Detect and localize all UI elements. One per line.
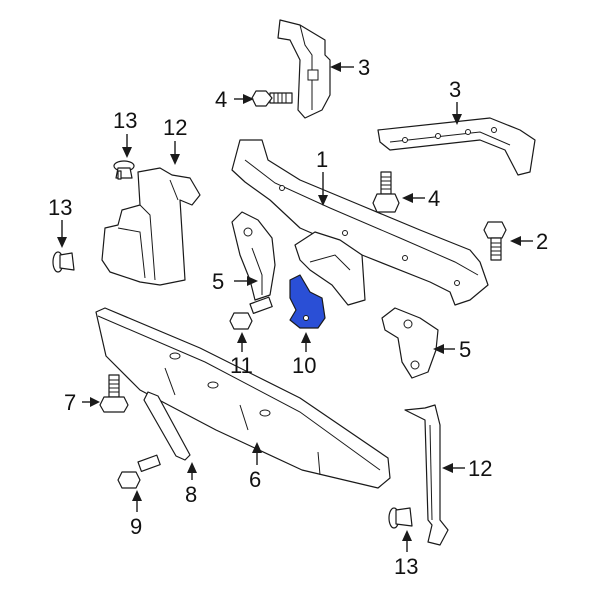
part-2-bolt [483, 221, 507, 261]
part-13-clip-upper [113, 160, 135, 180]
callout-8: 8 [185, 482, 197, 507]
part-7-bolt [99, 374, 129, 413]
callout-3-upper: 3 [358, 55, 370, 80]
callout-4-right: 4 [428, 186, 440, 211]
callout-4-upper: 4 [215, 87, 227, 112]
callout-9: 9 [130, 514, 142, 539]
callout-5-right: 5 [459, 337, 471, 362]
part-5-right-bracket [381, 307, 439, 379]
callout-3-right: 3 [449, 77, 461, 102]
part-4-bolt-upper [251, 90, 293, 107]
part-12-right-deflector [404, 404, 449, 546]
callout-1: 1 [316, 147, 328, 172]
callout-11: 11 [230, 353, 253, 378]
callout-12-right: 12 [468, 456, 492, 481]
part-1-support-beam [231, 139, 489, 306]
part-9-bolt [117, 454, 161, 489]
highlighted-part [289, 274, 326, 329]
part-8-strip [143, 391, 191, 461]
callout-7: 7 [64, 390, 76, 415]
leader-lines [57, 62, 533, 552]
callout-labels: 3 4 3 13 12 1 4 13 2 5 11 10 5 7 6 8 9 1… [48, 55, 548, 579]
callout-5-left: 5 [212, 269, 224, 294]
callout-13-upper: 13 [113, 108, 137, 133]
part-10-highlighted-bracket [289, 274, 326, 329]
part-4-bolt-right [372, 171, 400, 213]
part-3-right-bracket [377, 117, 536, 176]
part-5-left-bracket [231, 211, 276, 301]
callout-13-lower: 13 [394, 554, 418, 579]
part-13-clip-lower [388, 507, 413, 529]
callout-13-left: 13 [48, 195, 72, 220]
callout-10: 10 [292, 353, 316, 378]
part-12-left-deflector [101, 167, 201, 286]
callout-6: 6 [249, 467, 261, 492]
callout-2: 2 [536, 229, 548, 254]
callout-12-left: 12 [163, 115, 187, 140]
part-13-clip-left [52, 251, 75, 273]
part-11-bolt [229, 296, 273, 330]
part-3-upper-bracket [277, 19, 331, 119]
part-6-bumper-reinforcement [95, 307, 391, 489]
